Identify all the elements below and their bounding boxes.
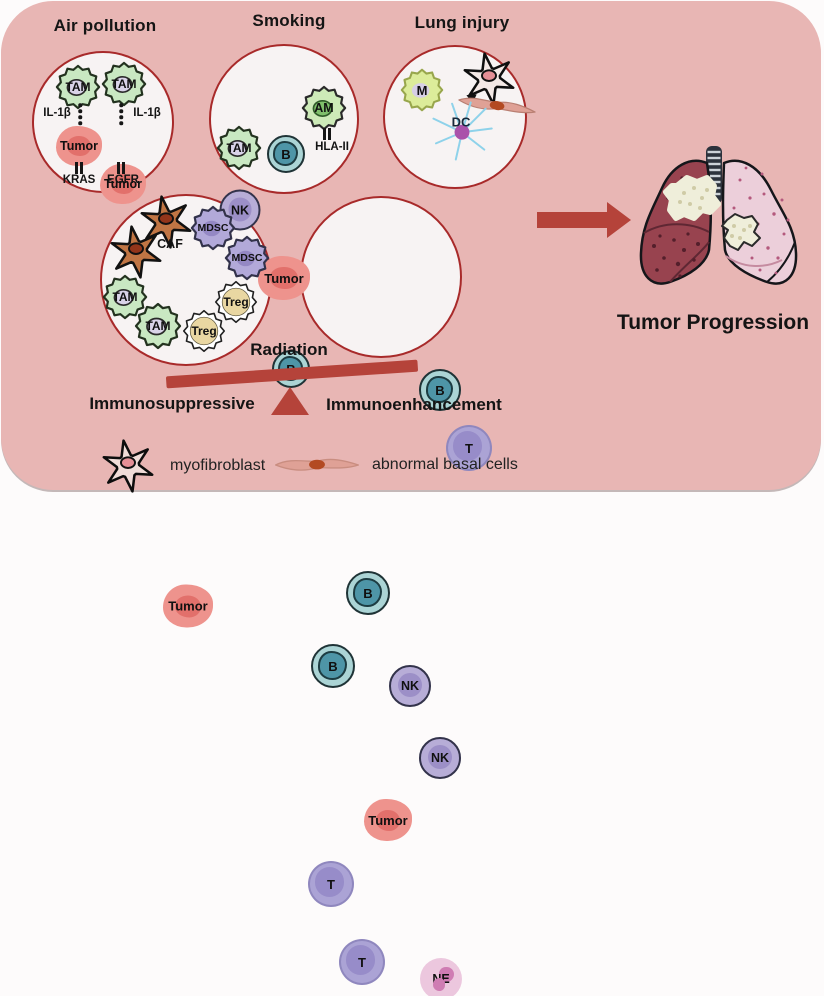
am-cell: AM — [300, 84, 348, 132]
air-pollution-circle — [32, 51, 174, 193]
progression-arrow-icon — [537, 212, 608, 228]
immunosuppressive-label: Immunosuppressive — [89, 394, 255, 413]
tumor-label: Tumor — [60, 139, 98, 153]
tumor-label: Tumor — [368, 812, 408, 828]
lung-injury-title: Lung injury — [414, 13, 510, 32]
hla-label: HLA-II — [315, 141, 349, 153]
mdsc-cell: MDSC — [223, 234, 271, 282]
radiation-label: Radiation — [250, 340, 328, 359]
t-cell: T — [446, 425, 492, 471]
b-label: B — [363, 585, 373, 601]
b-cell: B — [311, 644, 355, 688]
link-bars-icon — [75, 162, 83, 174]
abnormal-basal-legend-label: abnormal basal cells — [372, 456, 518, 473]
il1b-label: IL-1β — [133, 107, 161, 119]
progression-arrowhead-icon — [607, 202, 631, 238]
b-label: B — [281, 146, 291, 162]
dendritic-cell — [431, 100, 493, 162]
smoking-title: Smoking — [252, 11, 326, 30]
tam-cell: TAM — [100, 60, 148, 108]
tam-cell: TAM — [133, 301, 183, 351]
immunoenhancement-label: Immunoenhancement — [326, 395, 502, 414]
link-bars-icon — [117, 162, 125, 174]
egfr-label: EGFR — [107, 174, 139, 186]
tumor-cell: Tumor — [364, 799, 412, 841]
myofibroblast-legend-label: myofibroblast — [170, 457, 266, 474]
b-cell: B — [267, 135, 305, 173]
ne-cell: NE — [420, 958, 462, 996]
nk-label: NK — [430, 751, 450, 765]
kras-label: KRAS — [62, 174, 96, 186]
tumor-progression-label: Tumor Progression — [616, 311, 810, 334]
tam-cell: TAM — [215, 124, 263, 172]
t-label: T — [327, 876, 335, 892]
treg-cell: Treg — [181, 308, 227, 354]
lungs-illustration — [639, 146, 798, 285]
t-cell: T — [308, 861, 354, 907]
tumor-cell: Tumor — [56, 126, 102, 166]
nk-cell: NK — [419, 737, 461, 779]
caf-label: CAF — [157, 237, 183, 251]
abnormal-basal-legend-icon — [273, 454, 361, 476]
caf-cell — [107, 224, 165, 280]
link-bars-icon — [323, 128, 331, 140]
immunoenhancement-circle — [300, 196, 462, 358]
b-label: B — [328, 658, 338, 674]
air-pollution-title: Air pollution — [53, 16, 157, 35]
seesaw-fulcrum-icon — [271, 387, 309, 415]
dc-label: DC — [451, 114, 471, 130]
nk-cell: NK — [389, 665, 431, 707]
b-cell: B — [346, 571, 390, 615]
tumor-cell: Tumor — [163, 584, 213, 628]
t-cell: T — [339, 939, 385, 985]
nk-label: NK — [400, 679, 420, 693]
ne-label: NE — [432, 972, 450, 986]
t-label: T — [358, 954, 366, 970]
il1b-label: IL-1β — [43, 107, 71, 119]
tumor-label: Tumor — [168, 598, 208, 614]
myofibroblast-legend-icon — [98, 438, 158, 494]
